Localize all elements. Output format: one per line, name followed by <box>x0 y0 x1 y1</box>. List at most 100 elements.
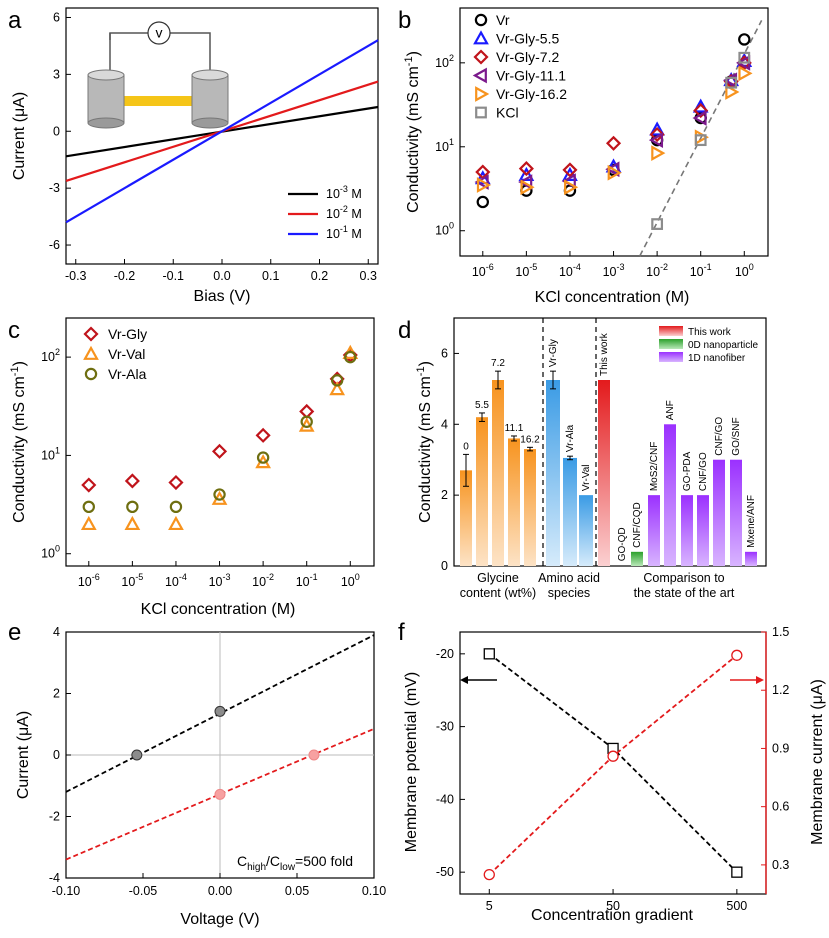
data-point <box>738 65 753 82</box>
x-tick-label: 10-3 <box>603 262 625 279</box>
legend-label: 10-1 M <box>326 224 362 241</box>
legend-marker <box>84 367 98 381</box>
bar <box>648 495 660 566</box>
legend-swatch <box>659 352 683 362</box>
legend-label: This work <box>688 327 732 338</box>
y-tick-label: -2 <box>49 810 60 824</box>
group-label: content (wt%) <box>460 586 536 600</box>
membrane-strip <box>122 96 200 106</box>
data-point <box>483 648 495 660</box>
group-label: the state of the art <box>634 586 735 600</box>
bar-label: 11.1 <box>505 423 524 434</box>
data-point <box>562 162 578 178</box>
y-tick-left-label: -40 <box>436 792 454 806</box>
legend-swatch <box>659 339 683 349</box>
group-label: Comparison to <box>643 571 724 585</box>
panel-label-d: d <box>398 317 411 344</box>
x-tick-label: 50 <box>606 899 620 913</box>
bar <box>598 380 610 566</box>
bar-label: 7.2 <box>491 358 505 369</box>
bar <box>524 449 536 566</box>
panel-d-ylabel: Conductivity (mS cm-1) <box>415 361 434 523</box>
y-tick-left-label: -30 <box>436 720 454 734</box>
x-tick-label: 0.10 <box>362 884 386 898</box>
x-tick-label: -0.1 <box>162 269 184 283</box>
x-tick-label: 10-6 <box>472 262 494 279</box>
bar <box>730 459 742 566</box>
x-tick-label: 10-5 <box>121 572 143 589</box>
panel-e-annotation: Chigh/Clow=500 fold <box>237 853 353 873</box>
x-tick-label: 0.3 <box>360 269 377 283</box>
y-tick-label: 6 <box>53 10 60 24</box>
x-tick-label: -0.10 <box>52 884 81 898</box>
electrode-schematic: v <box>87 21 229 129</box>
panel-e-ylabel: Current (μA) <box>15 711 32 799</box>
legend-label: KCl <box>496 105 519 121</box>
legend-swatch <box>659 326 683 336</box>
legend-label: Vr <box>496 12 510 28</box>
data-point <box>694 134 707 147</box>
x-tick-label: -0.2 <box>114 269 136 283</box>
y-tick-label: 102 <box>41 347 60 364</box>
y-tick-label: 102 <box>435 53 454 70</box>
y-tick-label: -3 <box>49 181 60 195</box>
bar-label: 0 <box>463 441 469 452</box>
data-point <box>605 161 620 178</box>
y-tick-label: 101 <box>41 445 60 462</box>
y-tick-left-label: -20 <box>436 647 454 661</box>
bar-label: Vr-Ala <box>565 424 576 452</box>
data-point <box>344 350 357 364</box>
legend-marker <box>474 13 488 27</box>
legend-label: Vr-Gly <box>108 326 147 342</box>
x-tick-label: 0.1 <box>262 269 279 283</box>
data-point <box>607 750 619 762</box>
series-line <box>488 654 738 876</box>
y-tick-label: 100 <box>435 221 454 238</box>
bar <box>546 380 560 566</box>
data-point <box>300 415 313 428</box>
y-tick-right-label: 0.3 <box>772 858 789 872</box>
legend-marker <box>475 86 490 102</box>
data-point <box>329 381 346 396</box>
bar <box>508 438 520 566</box>
data-point <box>605 135 622 151</box>
legend-marker <box>83 345 99 360</box>
arrow-left-head <box>460 676 468 684</box>
data-point <box>518 161 534 177</box>
legend-label: 1D nanofiber <box>688 353 746 364</box>
bar <box>579 495 593 566</box>
left-beaker <box>87 69 125 129</box>
y-tick-label: 2 <box>441 488 448 502</box>
legend-marker <box>473 49 489 65</box>
data-point <box>649 126 665 143</box>
series-line <box>65 39 379 224</box>
legend-label: 0D nanoparticle <box>688 340 758 351</box>
panel-b-ylabel: Conductivity (mS cm-1) <box>403 51 422 213</box>
x-tick-label: 10-1 <box>296 572 318 589</box>
data-point <box>693 103 709 119</box>
panel-f-ylabel-left: Membrane potential (mV) <box>403 672 420 853</box>
data-point <box>607 164 622 181</box>
data-point <box>213 488 226 501</box>
data-point <box>124 473 140 489</box>
y-tick-right-label: 1.5 <box>772 625 789 639</box>
bar-label: CNF/CQD <box>632 502 643 548</box>
x-tick-label: -0.05 <box>129 884 158 898</box>
panel-a-xlabel: Bias (V) <box>194 288 251 305</box>
voltmeter-icon <box>147 21 171 45</box>
y-tick-right-label: 0.9 <box>772 741 789 755</box>
data-point <box>725 84 740 100</box>
y-tick-label: 0 <box>53 748 60 762</box>
y-tick-label: 100 <box>41 544 60 561</box>
panel-f-xlabel: Concentration gradient <box>531 907 693 924</box>
legend-marker <box>472 67 487 84</box>
legend-label: Vr-Val <box>108 346 145 362</box>
arrow-right-head <box>756 676 764 684</box>
x-tick-label: 500 <box>726 899 747 913</box>
right-beaker <box>191 69 229 129</box>
legend-label: Vr-Ala <box>108 366 147 382</box>
x-tick-label: 100 <box>341 572 360 589</box>
